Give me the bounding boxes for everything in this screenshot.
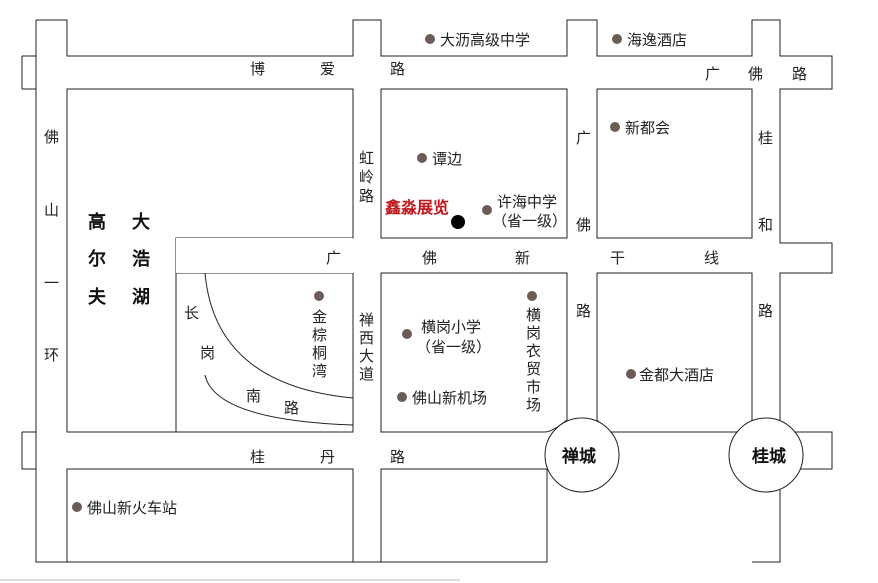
poi-marker-icon[interactable]	[402, 329, 412, 339]
road-label-guangfoxin-5: 线	[704, 249, 719, 267]
roundabout-label-guicheng: 桂城	[751, 446, 786, 467]
road-guangfoxin-west	[176, 238, 353, 273]
poi-henggang-market-6[interactable]: 场	[526, 396, 541, 414]
lake-label-4: 浩	[132, 249, 150, 270]
road-label-guidan-3: 路	[390, 448, 405, 466]
roundabout-label-chancheng: 禅城	[561, 446, 596, 467]
road-label-hongling-3: 路	[359, 187, 374, 205]
road-label-changgang-1: 长	[184, 304, 199, 322]
lake-label-3: 尔	[88, 248, 106, 270]
road-label-boai-1: 博	[250, 60, 265, 78]
changgang-road-edge-lower	[204, 374, 354, 426]
poi-foshan-airport[interactable]: 佛山新机场	[412, 389, 487, 407]
road-label-guihe-2: 和	[758, 216, 773, 234]
road-label-yihuan-2: 山	[44, 201, 59, 219]
road-label-guangfo-2: 佛	[748, 65, 763, 83]
poi-marker-icon[interactable]	[482, 205, 492, 215]
poi-henggang-market-4[interactable]: 贸	[526, 360, 541, 378]
poi-henggang-market-1[interactable]: 横	[526, 306, 541, 324]
poi-dali-school[interactable]: 大沥高级中学	[440, 31, 530, 49]
lake-label-6: 湖	[132, 287, 150, 308]
block-jinzong	[175, 272, 354, 433]
poi-marker-icon[interactable]	[314, 291, 324, 301]
road-label-chanxi-3: 大	[359, 347, 374, 365]
block-jindu	[596, 272, 753, 433]
road-mask	[560, 436, 604, 474]
road-label-guangfoxin-4: 干	[610, 249, 625, 267]
road-label-nanlu-1: 南	[246, 387, 261, 405]
poi-marker-icon[interactable]	[612, 34, 622, 44]
road-label-guihe-1: 桂	[758, 129, 773, 147]
poi-xuhai-line2[interactable]: （省一级）	[492, 212, 567, 230]
road-label-chanxi-4: 道	[359, 365, 374, 383]
road-label-changgang-2: 岗	[200, 344, 215, 362]
road-label-guangfo-v-1: 广	[576, 129, 591, 147]
poi-henggang-market-3[interactable]: 衣	[526, 342, 541, 360]
road-label-guangfo-v-3: 路	[576, 302, 591, 320]
road-label-hongling-1: 虹	[359, 149, 374, 167]
road-label-hongling-2: 岭	[359, 168, 374, 186]
poi-jinzong-4[interactable]: 湾	[312, 362, 327, 380]
road-label-chanxi-2: 西	[359, 329, 374, 347]
poi-marker-icon[interactable]	[72, 502, 82, 512]
poi-marker-icon[interactable]	[417, 153, 427, 163]
changgang-road-edge-upper	[204, 272, 354, 399]
poi-marker-icon[interactable]	[527, 291, 537, 301]
poi-xuhai-line1[interactable]: 许海中学	[497, 193, 557, 211]
poi-tanbian[interactable]: 谭边	[432, 150, 462, 168]
road-label-guidan-2: 丹	[320, 448, 335, 466]
poi-jinzong-2[interactable]: 棕	[312, 326, 327, 344]
road-label-guangfo-1: 广	[705, 65, 720, 83]
poi-jindu-hotel[interactable]: 金都大酒店	[639, 366, 714, 384]
poi-henggang-market-2[interactable]: 岗	[526, 324, 541, 342]
poi-marker-icon[interactable]	[397, 392, 407, 402]
poi-jinzong-1[interactable]: 金	[312, 308, 327, 326]
block-henggang	[380, 272, 568, 433]
road-label-yihuan-1: 佛	[44, 128, 59, 146]
block-station	[66, 468, 354, 563]
poi-marker-icon[interactable]	[626, 369, 636, 379]
road-label-chanxi-1: 禅	[359, 311, 374, 329]
road-label-guihe-3: 路	[758, 302, 773, 320]
poi-marker-icon[interactable]	[425, 34, 435, 44]
block-south-middle	[380, 468, 548, 563]
block-xindu	[596, 88, 753, 239]
road-label-guangfo-3: 路	[792, 65, 807, 83]
poi-haiyi-hotel[interactable]: 海逸酒店	[627, 31, 687, 49]
highlight-label[interactable]: 鑫淼展览	[384, 198, 449, 217]
lake-label-2: 大	[132, 211, 150, 233]
highlight-location-icon[interactable]	[451, 215, 465, 229]
road-label-guangfoxin-3: 新	[515, 249, 530, 267]
road-label-guangfoxin-2: 佛	[422, 249, 437, 267]
road-label-boai-3: 路	[390, 60, 405, 78]
road-label-guidan-1: 桂	[250, 448, 265, 466]
poi-jinzong-3[interactable]: 桐	[312, 344, 327, 362]
poi-henggang-school-line2[interactable]: （省一级）	[416, 338, 491, 356]
poi-henggang-school-line1[interactable]: 横岗小学	[421, 318, 481, 336]
poi-henggang-market-5[interactable]: 市	[526, 378, 541, 396]
road-label-guangfoxin-1: 广	[326, 249, 341, 267]
road-label-yihuan-3: 一	[44, 274, 59, 292]
road-label-nanlu-2: 路	[284, 399, 299, 417]
poi-foshan-station[interactable]: 佛山新火车站	[87, 499, 177, 517]
poi-xindu[interactable]: 新都会	[625, 119, 670, 137]
lake-label-5: 夫	[88, 286, 107, 308]
lake-label-1: 高	[88, 211, 106, 233]
road-label-yihuan-4: 环	[44, 346, 59, 364]
road-label-boai-2: 爱	[320, 60, 335, 78]
block-hongling	[380, 88, 568, 239]
road-mask	[744, 436, 788, 474]
poi-marker-icon[interactable]	[610, 122, 620, 132]
road-label-guangfo-v-2: 佛	[576, 216, 591, 234]
